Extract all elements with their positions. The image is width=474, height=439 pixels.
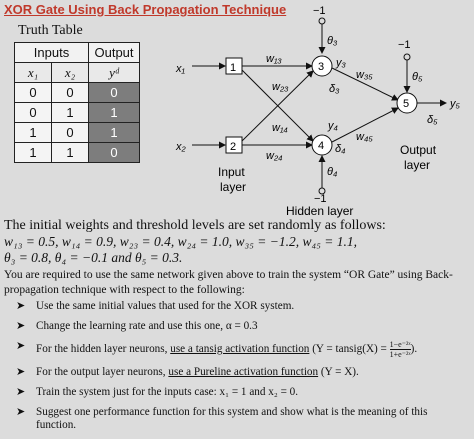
delta5-label: δ₅: [427, 114, 438, 126]
edge-w23: [241, 70, 314, 142]
col-yd: yᵈ: [88, 62, 140, 83]
input-layer-label-line2: layer: [220, 180, 246, 194]
cell-x2: 1: [51, 102, 89, 123]
list-item: ➤For the output layer neurons, use a Pur…: [16, 366, 359, 378]
truth-table: Inputs Output x₁ x₂ yᵈ 0 0 0 0 1 1 1 0 1…: [14, 42, 140, 163]
y3-label: y₃: [335, 57, 347, 69]
w24-label: w₂₄: [266, 150, 283, 162]
cell-x2: 0: [51, 82, 89, 103]
page-title: XOR Gate Using Back Propagation Techniqu…: [4, 2, 287, 17]
output-header: Output: [88, 42, 140, 63]
arrow-bullet-icon: ➤: [16, 366, 26, 378]
hidden-layer-label: Hidden layer: [286, 204, 353, 218]
edge-w45: [331, 107, 399, 143]
arrow-bullet-icon: ➤: [16, 386, 26, 398]
y5-label: y₅: [449, 98, 461, 110]
truth-table-title: Truth Table: [18, 23, 83, 38]
theta5-label: θ₅: [412, 71, 423, 83]
table-row: 0 0 0: [14, 82, 140, 103]
cell-x1: 0: [14, 102, 52, 123]
w23-label: w₂₃: [272, 81, 289, 93]
weights-line-1: w₁₃ = 0.5, w₁₄ = 0.9, w₂₃ = 0.4, w₂₄ = 1…: [4, 234, 357, 249]
delta4-label: δ₄: [335, 143, 346, 155]
bias-node-5: [403, 53, 411, 61]
network-diagram: −1 −1 −1 θ₃ θ₅ θ₄ x₁ 1 x₂ 2 w₁₃ w₂₃ w₁₄ …: [175, 5, 461, 218]
w13-label: w₁₃: [266, 53, 282, 65]
intro-text: The initial weights and threshold levels…: [4, 218, 386, 233]
node1-label: 1: [230, 62, 236, 74]
bias-label-top-left: −1: [313, 5, 326, 17]
inputs-header: Inputs: [14, 42, 89, 63]
delta3-label: δ₃: [329, 83, 340, 95]
list-item: ➤Change the learning rate and use this o…: [16, 320, 258, 332]
requirements-list: ➤Use the same initial values that used f…: [4, 300, 470, 432]
table-row: 1 1 0: [14, 142, 140, 163]
node4-label: 4: [318, 140, 324, 152]
weights-line-2: θ₃ = 0.8, θ₄ = −0.1 and θ₅ = 0.3.: [4, 250, 183, 265]
cell-yd: 1: [88, 102, 140, 123]
bias-node-3: [318, 17, 326, 25]
task-text: You are required to use the same network…: [4, 269, 453, 296]
output-layer-label-line2: layer: [404, 158, 430, 172]
hidden-node-3: [311, 55, 333, 77]
arrow-bullet-icon: ➤: [16, 300, 26, 312]
cell-yd: 1: [88, 122, 140, 143]
x1-label: x₁: [175, 63, 186, 75]
theta3-label: θ₃: [327, 35, 338, 47]
cell-x1: 1: [14, 142, 52, 163]
list-item: ➤Suggest one performance function for th…: [16, 406, 428, 431]
cell-x2: 1: [51, 142, 89, 163]
cell-yd: 0: [88, 142, 140, 163]
x2-label: x₂: [175, 141, 187, 153]
w35-label: w₃₅: [356, 69, 373, 81]
hidden-node-4: [311, 134, 333, 156]
table-row: 0 1 1: [14, 102, 140, 123]
edge-w35: [331, 67, 399, 101]
problem-text: The initial weights and threshold levels…: [4, 218, 470, 439]
y4-label: y₄: [327, 120, 338, 132]
bias-label-top-right: −1: [398, 39, 411, 51]
list-item: ➤For the hidden layer neurons, use a tan…: [16, 340, 418, 359]
arrow-bullet-icon: ➤: [16, 320, 26, 332]
theta4-label: θ₄: [327, 166, 337, 178]
node5-label: 5: [403, 98, 409, 110]
list-item: ➤Train the system just for the inputs ca…: [16, 386, 299, 398]
arrow-bullet-icon: ➤: [16, 340, 26, 352]
cell-yd: 0: [88, 82, 140, 103]
bias-label-bottom: −1: [314, 193, 327, 205]
table-row: 1 0 1: [14, 122, 140, 143]
list-item: ➤Use the same initial values that used f…: [16, 300, 295, 312]
input-layer-label-line1: Input: [218, 165, 245, 179]
arrow-bullet-icon: ➤: [16, 406, 26, 418]
node2-label: 2: [230, 141, 236, 153]
col-x2: x₂: [51, 62, 89, 83]
node3-label: 3: [318, 61, 324, 73]
w45-label: w₄₅: [356, 131, 373, 143]
output-layer-label-line1: Output: [400, 143, 437, 157]
w14-label: w₁₄: [272, 122, 288, 134]
